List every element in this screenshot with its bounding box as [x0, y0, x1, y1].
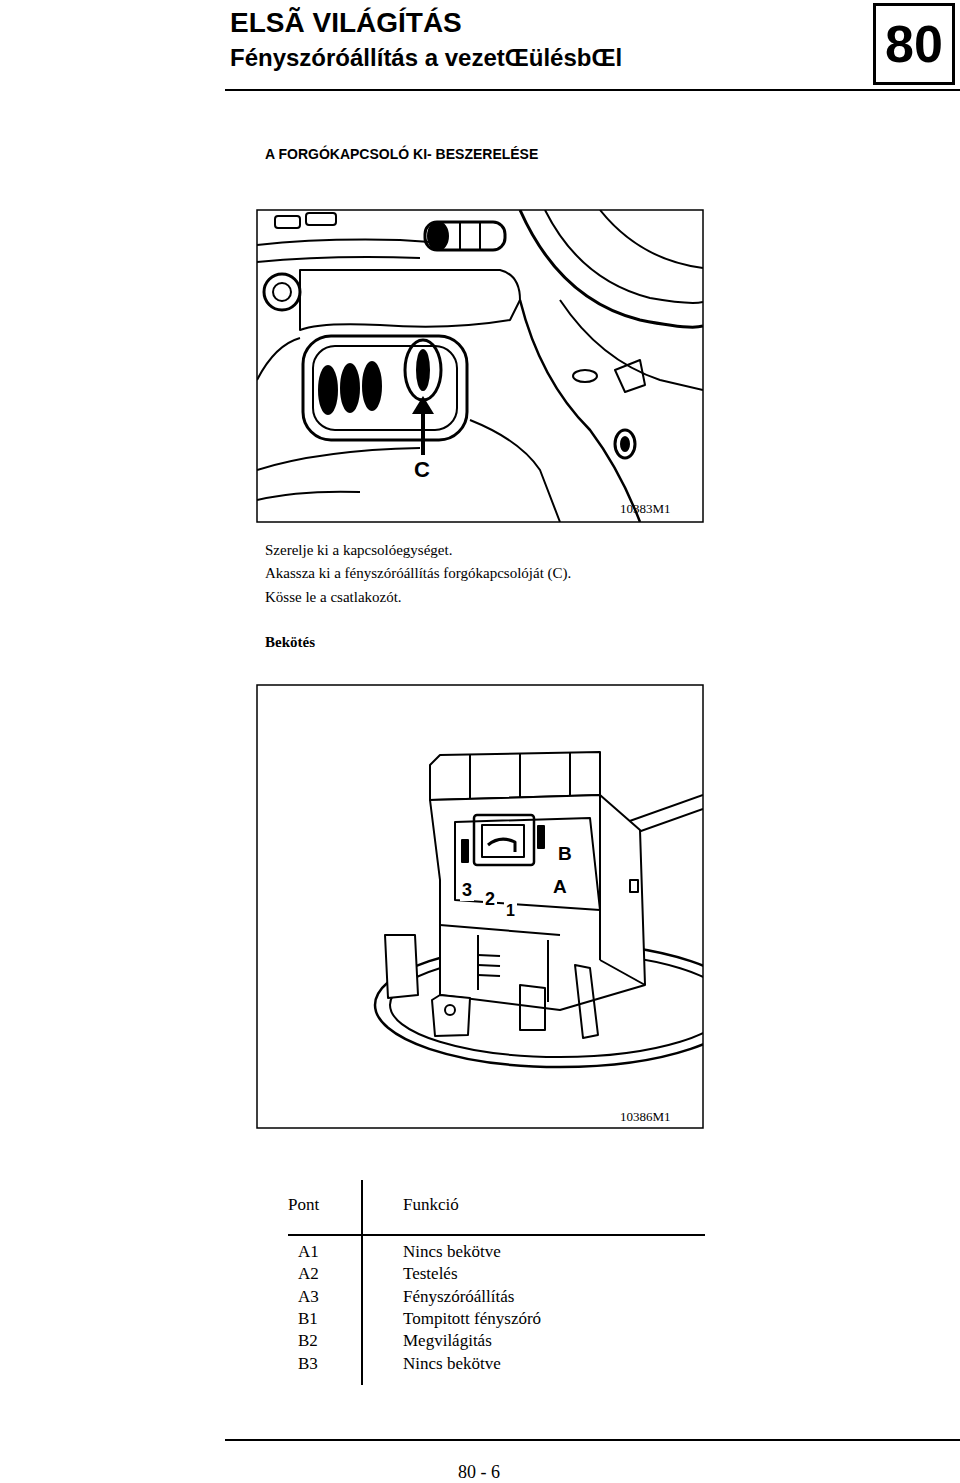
table-rule — [288, 1234, 705, 1236]
header-rule — [225, 89, 960, 91]
leader-arrow — [421, 410, 425, 455]
table-header: Pont — [288, 1195, 319, 1215]
pin-function: Nincs bekötve — [403, 1242, 501, 1262]
pin-function: Fényszóróállítás — [403, 1287, 514, 1307]
figure-number: 10386M1 — [620, 1110, 671, 1125]
pin-id: B2 — [298, 1331, 318, 1351]
page-number: 80 - 6 — [458, 1462, 500, 1483]
pin-number: 2 — [483, 889, 497, 910]
footer-rule — [225, 1439, 960, 1441]
pin-id: B3 — [298, 1354, 318, 1374]
instruction-text: Kösse le a csatlakozót. — [265, 589, 402, 606]
figure-number: 10383M1 — [620, 502, 671, 517]
pin-id: A2 — [298, 1264, 319, 1284]
table-header: Funkció — [403, 1195, 459, 1215]
arrow-head — [412, 396, 434, 414]
pin-row-label: B — [556, 843, 574, 865]
dashboard-drawing — [257, 210, 703, 522]
pin-id: A3 — [298, 1287, 319, 1307]
callout-letter: C — [414, 457, 430, 482]
chapter-box: 80 — [873, 3, 955, 85]
pin-function: Megvilágitás — [403, 1331, 492, 1351]
instruction-text: Szerelje ki a kapcsolóegységet. — [265, 542, 452, 559]
page-title: ELSÃ VILÁGÍTÁS — [230, 7, 462, 39]
figure-frame — [257, 210, 703, 522]
page-subtitle: Fényszóróállítás a vezetŒülésbŒl — [230, 44, 622, 72]
chapter-number: 80 — [885, 18, 943, 70]
subheading: Bekötés — [265, 634, 315, 651]
switch-drawing — [375, 752, 703, 1067]
pin-function: Testelés — [403, 1264, 458, 1284]
section-heading: A FORGÓKAPCSOLÓ KI- BESZERELÉSE — [265, 146, 538, 162]
pin-id: A1 — [298, 1242, 319, 1262]
instruction-text: Akassza ki a fényszóróállítás forgókapcs… — [265, 565, 571, 582]
pin-function: Tompitott fényszóró — [403, 1309, 541, 1329]
pin-function: Nincs bekötve — [403, 1354, 501, 1374]
table-rule — [361, 1180, 363, 1385]
pin-row-label: A — [551, 876, 569, 898]
pin-number: 1 — [504, 902, 517, 920]
pin-number: 3 — [460, 880, 474, 901]
pin-id: B1 — [298, 1309, 318, 1329]
